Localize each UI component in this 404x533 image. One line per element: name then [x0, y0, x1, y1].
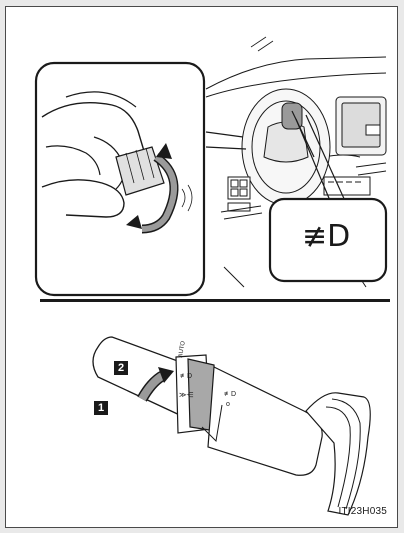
headlight-symbol: ≢D [180, 373, 192, 380]
fog-position-symbol: ≢D [224, 391, 236, 398]
step-2-badge: 2 [114, 361, 128, 375]
figure-code: ITI23H035 [339, 506, 388, 517]
fog-light-illustration [6, 7, 399, 529]
illustration-frame: ≢D AUTO ≢D ≫⋲ ≢D o 2 1 ITI23H035 [5, 6, 398, 528]
fog-symbol-label: ≢D [302, 219, 350, 254]
off-position-mark: o [226, 401, 230, 408]
hand-callout [36, 63, 204, 295]
combination-switch-lever [93, 337, 370, 515]
step-1-badge: 1 [94, 401, 108, 415]
parking-light-symbol: ≫⋲ [179, 391, 193, 399]
section-divider [40, 299, 390, 302]
